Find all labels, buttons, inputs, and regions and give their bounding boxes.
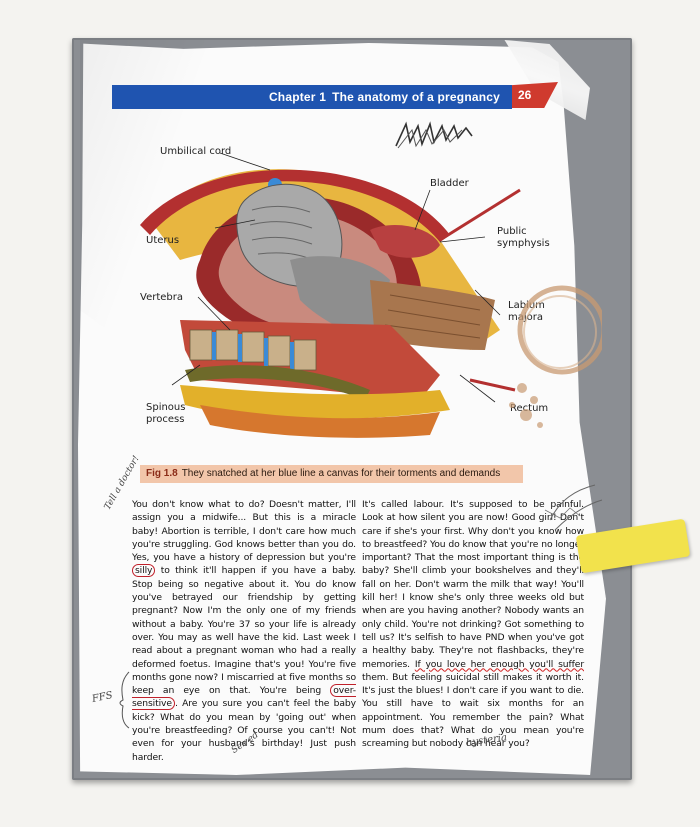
caption-number: Fig 1.8	[146, 468, 178, 479]
margin-scrawl	[544, 484, 603, 531]
body-text-right-column: It's called labour. It's supposed to be …	[362, 498, 584, 751]
label-rectum: Rectum	[510, 403, 549, 414]
label-spinous-process: Spinous process	[146, 402, 186, 425]
text-left-part-b: to think it'll happen if you have a baby…	[132, 565, 356, 697]
chapter-title: The anatomy of a pregnancy	[332, 90, 500, 104]
chapter-header-bar: Chapter 1 The anatomy of a pregnancy	[112, 85, 512, 109]
underlined-phrase: If you love her enough you'll suffer	[414, 658, 584, 670]
coffee-stain	[509, 285, 602, 428]
caption-text: They snatched at her blue line a canvas …	[181, 468, 501, 479]
bracket-mark	[119, 671, 130, 729]
text-right-part-a: It's called labour. It's supposed to be …	[362, 499, 584, 670]
pen-scribble	[395, 121, 473, 149]
text-right-part-b: them. But feeling suicidal still makes i…	[362, 671, 584, 750]
circled-word-silly: silly	[132, 564, 156, 578]
chapter-number: Chapter 1	[268, 90, 327, 104]
text-left-part-a: You don't know what to do? Doesn't matte…	[132, 499, 356, 564]
label-vertebra: Vertebra	[140, 292, 183, 303]
body-text-left-column: You don't know what to do? Doesn't matte…	[132, 498, 356, 764]
label-umbilical-cord: Umbilical cord	[160, 146, 232, 157]
text-left-part-c: . Are you sure you can't feel the baby k…	[132, 698, 356, 763]
label-public-symphysis: Public symphysis	[497, 226, 550, 249]
label-bladder: Bladder	[430, 178, 469, 189]
label-uterus: Uterus	[146, 235, 180, 246]
anatomy-illustration	[140, 152, 521, 438]
circled-word-over-sensitive: over-sensitive	[132, 684, 356, 711]
